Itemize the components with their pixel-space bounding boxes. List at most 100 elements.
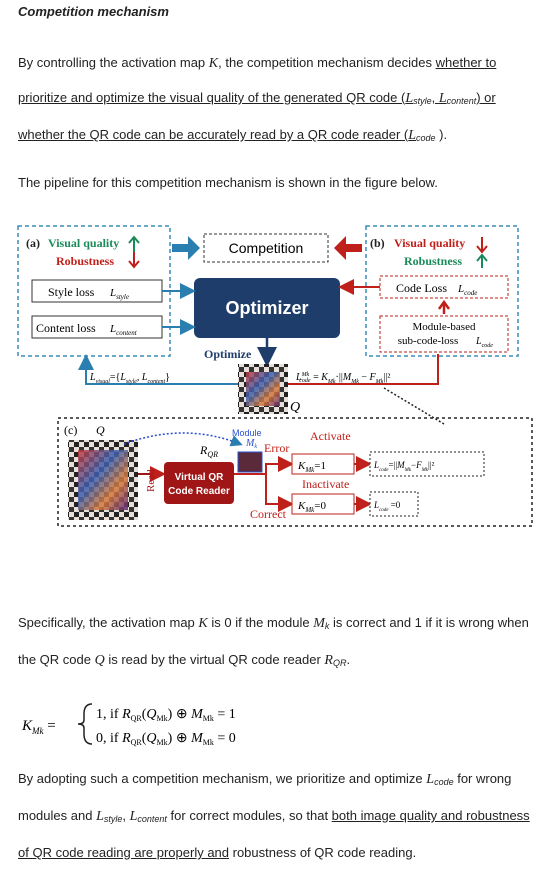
module-label: Module [232, 428, 262, 438]
competition-label: Competition [229, 240, 304, 256]
lc-zero-box [369, 491, 419, 517]
text: for wrong modules and [18, 771, 512, 823]
subscript: style [413, 96, 432, 106]
text: , [122, 808, 130, 823]
math-m: M [313, 616, 325, 631]
math-k: K [198, 616, 208, 631]
up-arrow-icon [476, 253, 488, 268]
subscript: content [137, 814, 167, 824]
optimizer-label: Optimizer [225, 298, 308, 318]
activation-paragraph: Specifically, the activation map K is 0 … [18, 606, 538, 680]
style-loss-label: Style loss [48, 285, 95, 299]
panel-a-label: (a) [26, 236, 40, 250]
module-thumbnail [237, 451, 263, 473]
down-arrow-icon [476, 237, 488, 254]
subscript: code [416, 133, 436, 143]
subscript: QR [332, 658, 347, 668]
module-pointer [123, 432, 243, 447]
virtual-reader-box [164, 462, 234, 504]
math-l: L [438, 91, 447, 106]
subscript: k [324, 621, 330, 631]
panel-b-frame [365, 225, 519, 357]
competition-box [203, 233, 329, 263]
text: ). [435, 127, 448, 142]
r-qr-label: RQR [199, 443, 218, 459]
section-heading: Competition mechanism [18, 4, 169, 19]
text: for correct modules, so that [166, 808, 332, 823]
k1-text: KMk=1 [297, 460, 326, 474]
l-visual-label: Lvisual={Lstyle, Lcontent} [89, 372, 170, 385]
sub-code-loss-label: sub-code-loss [398, 335, 459, 347]
code-loss-box [379, 275, 509, 299]
left-arrow-icon [334, 236, 362, 260]
text: . [346, 652, 351, 667]
math-r: R [324, 653, 333, 668]
text: By controlling the activation map [18, 55, 209, 70]
underlined-link-text: whether to prioritize and optimize the v… [18, 55, 497, 143]
conclusion-paragraph: By adopting such a competition mechanism… [18, 762, 538, 870]
text: is 0 if the module [207, 615, 314, 630]
text: whether to prioritize and optimize the v… [18, 55, 497, 105]
pipeline-intro: The pipeline for this competition mechan… [18, 175, 438, 190]
code-loss-label: Code Loss [396, 281, 447, 295]
math-l: L [405, 91, 414, 106]
content-loss-label: Content loss [36, 321, 96, 335]
robustness-label-b: Robustness [404, 254, 462, 268]
qr-art-overlay [246, 372, 280, 406]
subscript: style [103, 814, 123, 824]
c-q-label: Q [96, 423, 105, 437]
panel-b-label: (b) [370, 236, 385, 250]
text: is correct and 1 if it is wrong when the… [18, 615, 529, 667]
error-arrow [234, 456, 294, 475]
text: Specifically, the activation map [18, 615, 199, 630]
text: , the competition mechanism decides [218, 55, 436, 70]
robustness-label: Robustness [56, 254, 114, 268]
inactivate-label: Inactivate [302, 477, 349, 491]
math-l: L [408, 128, 417, 143]
module-mk-label: Mk [245, 438, 257, 450]
optimize-label: Optimize [204, 347, 252, 361]
text: , [431, 90, 439, 105]
formula-lhs: KMk = [21, 718, 56, 736]
math-q: Q [94, 653, 105, 668]
virtual-reader-line2: Code Reader [168, 486, 230, 497]
read-label: Read [145, 469, 157, 492]
activation-formula: KMk = 1, if RQR(QMk) ⊕ MMk = 1 0, if RQR… [21, 703, 236, 747]
up-arrow-icon [128, 235, 140, 252]
brace [77, 703, 93, 745]
math-k: K [208, 56, 219, 71]
subscript: content [446, 96, 477, 106]
q-label: Q [290, 400, 300, 415]
formula-case0: 0, if RQR(QMk) ⊕ MMk = 0 [96, 731, 236, 747]
panel-c-label: (c) [64, 423, 77, 437]
correct-label: Correct [250, 507, 287, 521]
text: is read by the virtual QR code reader [104, 652, 325, 667]
up-arrow-icon [437, 299, 451, 314]
pipeline-figure: (a) Visual quality Robustness Style loss… [17, 225, 533, 527]
panel-c-frame [57, 417, 533, 527]
text: By adopting such a competition mechanism… [18, 771, 427, 786]
lc-active-box [369, 451, 485, 477]
right-arrow-icon [172, 236, 200, 260]
correct-arrow [265, 474, 294, 512]
intro-paragraph: By controlling the activation map K, the… [18, 46, 538, 155]
lc-active-text: Lcode=||MMk−FMk||² [373, 460, 435, 473]
down-arrow-icon [128, 252, 140, 269]
math-l: L [129, 809, 138, 824]
math-l: L [426, 772, 435, 787]
code-formula-line [288, 354, 439, 385]
text: ) or whether the QR code can be accurate… [18, 90, 496, 142]
optimizer-box [194, 278, 340, 338]
subscript: code [434, 777, 454, 787]
k0-text: KMk=0 [297, 500, 327, 514]
visual-quality-label-b: Visual quality [394, 236, 465, 250]
qr-art-large [78, 450, 128, 510]
virtual-reader-line1: Virtual QR [175, 472, 224, 483]
math-l: L [96, 809, 104, 824]
text: robustness of QR code reading. [229, 845, 417, 860]
formula-case1: 1, if RQR(QMk) ⊕ MMk = 1 [96, 707, 236, 723]
error-label: Error [264, 441, 289, 455]
visual-quality-label: Visual quality [48, 236, 119, 250]
visual-arrow [78, 354, 238, 385]
